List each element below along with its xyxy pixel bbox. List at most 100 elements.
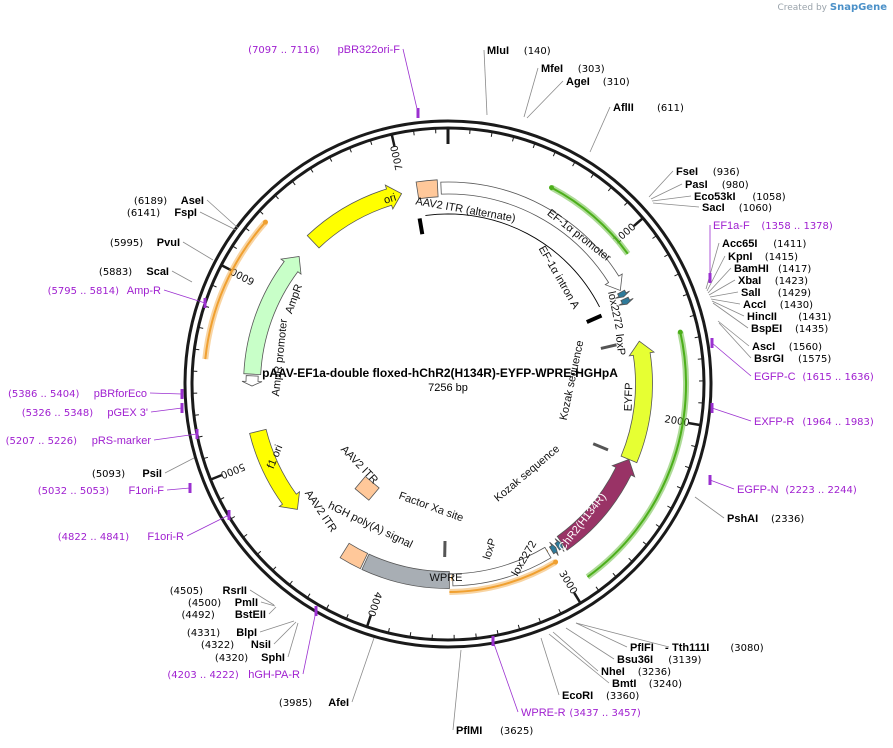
enzyme-site-kpni-position: (1415) xyxy=(765,252,798,263)
snapgene-logo: SnapGene xyxy=(829,2,887,13)
primer-pbr322ori-f: pBR322ori-F xyxy=(338,44,401,56)
tick-mark xyxy=(697,358,703,360)
tick-mark xyxy=(325,604,330,610)
enzyme-site-bspei-position: (1435) xyxy=(795,324,828,335)
feature-label-ef-1-intron-a: EF-1α intron A xyxy=(536,244,582,312)
feature-label-aav2-itr: AAV2 ITR xyxy=(338,443,380,486)
tick-mark xyxy=(688,421,701,427)
enzyme-site-psii: PsiI xyxy=(142,468,162,480)
enzyme-site-aflii-leader xyxy=(589,106,611,153)
tick-mark xyxy=(490,131,493,137)
tick-mark xyxy=(211,284,217,288)
credit-prefix: Created by xyxy=(777,3,827,13)
orf-arc-ef1a-core xyxy=(551,186,629,255)
enzyme-site-blpi: BlpI xyxy=(236,627,257,639)
primer-egfp-c-range: (1615 .. 1636) xyxy=(802,372,874,383)
primer-pbrforeco-range: (5386 .. 5404) xyxy=(8,389,80,400)
enzyme-site-blpi-leader xyxy=(259,620,295,633)
enzyme-site-nsii-leader xyxy=(273,621,297,645)
enzyme-site-eco53ki-leader xyxy=(651,195,692,202)
enzyme-site-tth111i-leader xyxy=(575,622,670,648)
enzyme-site-mlui-position: (140) xyxy=(524,46,551,57)
enzyme-site-ecori: EcoRI xyxy=(562,690,593,702)
enzyme-site-aflii-position: (611) xyxy=(657,103,684,114)
enzyme-site-acc65i-leader xyxy=(705,242,720,290)
enzyme-site-fspi: FspI xyxy=(174,207,197,219)
enzyme-site-bsu36i-position: (3139) xyxy=(668,655,701,666)
enzyme-site-bsrgi-position: (1575) xyxy=(798,354,831,365)
enzyme-site-rsrii-position: (4505) xyxy=(170,586,203,597)
primer-amp-r-leader xyxy=(163,289,206,304)
primer-hgh-pa-r-leader xyxy=(302,610,317,675)
enzyme-site-agei-position: (310) xyxy=(603,77,630,88)
tick-mark xyxy=(349,147,352,153)
feature-label-hgh-poly-a-signal: hGH poly(A) signal xyxy=(326,500,414,551)
orf-arc-wpre-outer-head xyxy=(553,559,559,565)
primer-ef1a-f-range: (1358 .. 1378) xyxy=(761,221,833,232)
tick-mark xyxy=(676,486,682,490)
orf-arc-eyfp-head xyxy=(677,329,683,335)
primer-egfp-n-leader xyxy=(709,479,735,490)
enzyme-site-acc65i-position: (1411) xyxy=(773,239,806,250)
primer-exfp-r-leader xyxy=(711,407,752,422)
enzyme-site-pflfi: PflFI xyxy=(630,642,654,654)
primer-prs-marker-range: (5207 .. 5226) xyxy=(6,436,78,447)
feature-label-kozak-sequence: Kozak sequence xyxy=(558,339,587,421)
enzyme-site-scai-leader xyxy=(171,270,193,283)
enzyme-site-fsei-leader xyxy=(648,170,674,198)
tick-mark xyxy=(612,572,617,578)
enzyme-site-asei-position: (6189) xyxy=(134,196,167,207)
enzyme-site-bspei-leader xyxy=(712,302,749,329)
tick-mark xyxy=(642,541,648,546)
enzyme-site-mlui: MluI xyxy=(487,45,509,57)
primer-egfp-c: EGFP-C xyxy=(754,371,796,383)
tick-mark xyxy=(595,586,600,592)
enzyme-site-afei-position: (3985) xyxy=(279,698,312,709)
tick-mark xyxy=(558,608,562,614)
primer-f1ori-r: F1ori-R xyxy=(147,531,184,543)
tick-mark xyxy=(413,130,415,136)
enzyme-site-aflii: AflII xyxy=(613,102,634,114)
tick-mark xyxy=(390,134,396,147)
feature-lox2272-a xyxy=(615,289,630,299)
enzyme-site-nhei-leader xyxy=(552,631,599,672)
tick-mark xyxy=(242,533,248,538)
feature-loxp-a xyxy=(618,296,634,306)
primer-prs-marker: pRS-marker xyxy=(92,435,152,447)
tick-mark xyxy=(288,580,293,586)
tick-mark xyxy=(684,465,690,469)
tick-mark xyxy=(628,557,633,563)
enzyme-site-afei: AfeI xyxy=(328,697,349,709)
primer-f1ori-f-leader xyxy=(166,487,191,491)
enzyme-site-saci-position: (1060) xyxy=(739,203,772,214)
enzyme-site-xbai: XbaI xyxy=(738,275,761,287)
tick-mark xyxy=(694,336,700,339)
tick-mark xyxy=(256,550,262,555)
feature-label-chr2-h134r: ChR2(H134R) xyxy=(556,491,608,553)
tick-mark xyxy=(674,273,680,277)
feature-ampr xyxy=(243,256,302,376)
primer-pgex-3-leader xyxy=(150,407,183,413)
primer-ef1a-f: EF1a-F xyxy=(713,220,750,232)
tick-mark xyxy=(517,624,521,630)
orf-arc-ampr-head xyxy=(263,219,268,225)
tick-mark xyxy=(682,293,688,297)
enzyme-site-scai: ScaI xyxy=(146,266,169,278)
enzyme-site-pshai-leader xyxy=(694,496,725,519)
enzyme-site-pflfi-leader xyxy=(575,622,628,648)
feature-label-loxp: loxP xyxy=(481,537,499,561)
feature-loxp-b xyxy=(548,541,559,556)
enzyme-site-fsei: FseI xyxy=(676,166,698,178)
tick-mark xyxy=(538,617,542,623)
feature-hgh-polya xyxy=(361,553,450,589)
enzyme-site-afei-leader xyxy=(351,637,375,703)
enzyme-site-nhei-position: (3236) xyxy=(638,667,671,678)
enzyme-site-sali-leader xyxy=(709,291,739,298)
enzyme-site-hincii-leader xyxy=(711,300,745,317)
enzyme-site-bsteii-leader xyxy=(268,606,277,615)
feature-label-ampr-promoter: AmpR promoter xyxy=(270,318,290,397)
enzyme-site-scai-position: (5883) xyxy=(99,267,132,278)
intron-end-mark xyxy=(585,313,603,324)
primer-exfp-r: EXFP-R xyxy=(754,416,794,428)
primer-wpre-r-range: (3437 .. 3457) xyxy=(569,708,641,719)
